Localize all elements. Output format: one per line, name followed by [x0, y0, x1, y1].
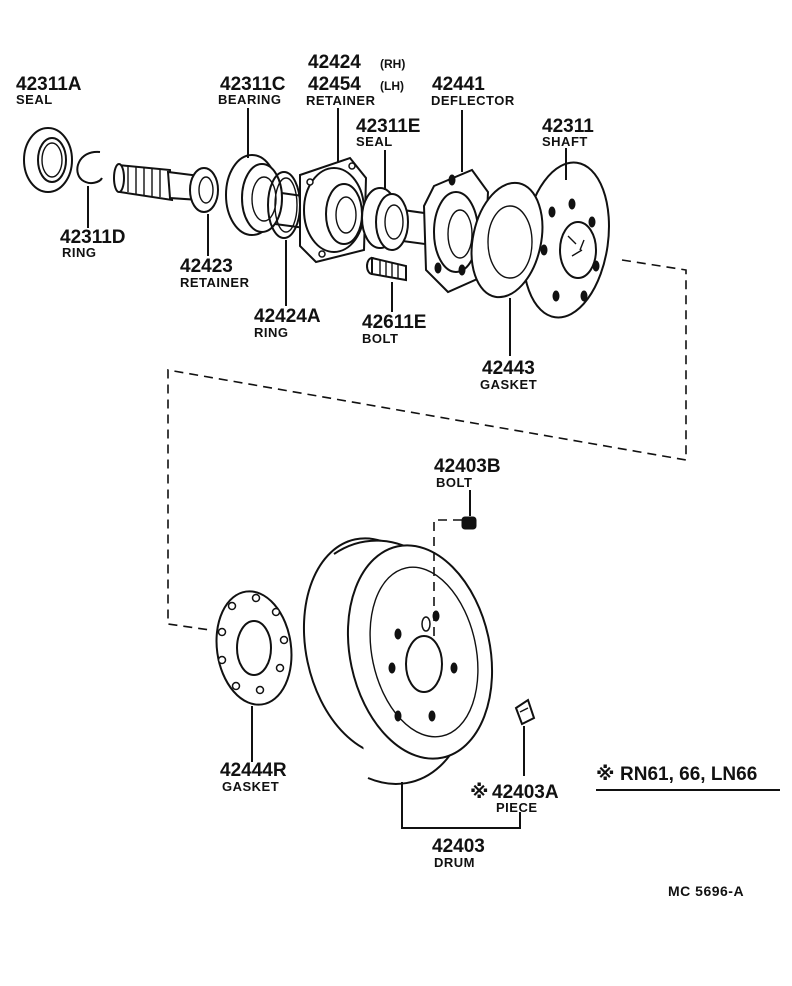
part-name-ring-d: RING: [62, 245, 97, 260]
part-number-42403: 42403: [432, 836, 485, 857]
side-lh: (LH): [380, 79, 404, 93]
install-line-shaft-to-drum: [167, 259, 687, 631]
part-name-bolt-e: BOLT: [362, 331, 398, 346]
part-name-gasket-42443: GASKET: [480, 377, 537, 392]
part-name-bolt-b: BOLT: [436, 475, 472, 490]
part-number-42443: 42443: [482, 358, 535, 379]
part-name-ring-a: RING: [254, 325, 289, 340]
part-number-42311d: 42311D: [60, 227, 126, 248]
part-number-42311a: 42311A: [16, 74, 82, 95]
part-number-42454: 42454: [308, 74, 361, 95]
part-name-bearing: BEARING: [218, 92, 281, 107]
part-name-seal-e: SEAL: [356, 134, 393, 149]
part-number-42611e: 42611E: [362, 312, 426, 333]
piece-42403a-drawing: [514, 698, 536, 726]
part-number-42403b: 42403B: [434, 456, 501, 477]
gasket-42443-drawing: [470, 181, 544, 299]
applicability-note-mark: ※: [596, 764, 614, 785]
bolt-42403b-drawing: [461, 516, 477, 530]
retainer-42423-drawing: [189, 167, 219, 213]
part-name-retainer-42423: RETAINER: [180, 275, 250, 290]
part-number-42311e: 42311E: [356, 116, 420, 137]
part-name-gasket-42444r: GASKET: [222, 779, 279, 794]
part-name-drum: DRUM: [434, 855, 475, 870]
retainer-42424-plate-drawing: [299, 156, 368, 264]
part-number-42444r: 42444R: [220, 760, 287, 781]
part-number-42403a: 42403A: [492, 782, 559, 803]
brake-drum-42403-drawing: [302, 537, 494, 785]
seal-42311a-drawing: [23, 127, 73, 193]
part-number-42424: 42424: [308, 52, 361, 73]
part-name-piece: PIECE: [496, 800, 538, 815]
gasket-42444r-drawing: [215, 590, 293, 706]
part-name-deflector: DEFLECTOR: [431, 93, 515, 108]
part-number-42424a: 42424A: [254, 306, 321, 327]
install-line-bolt-42403b: [433, 519, 462, 636]
leader-lines: [87, 108, 780, 829]
part-name-seal-a: SEAL: [16, 92, 53, 107]
seal-42311e-drawing: [361, 187, 409, 251]
bearing-42311c-drawing: [225, 154, 283, 236]
bolt-42611e-drawing: [366, 256, 407, 282]
part-number-42311: 42311: [542, 116, 594, 137]
part-number-42441: 42441: [432, 74, 485, 95]
diagram-code: MC 5696-A: [668, 883, 744, 899]
ring-42311d-drawing: [76, 150, 103, 185]
applicability-mark-42403a: ※: [470, 782, 488, 803]
part-number-42311c: 42311C: [220, 74, 286, 95]
side-rh: (RH): [380, 57, 405, 71]
part-number-42423: 42423: [180, 256, 233, 277]
part-name-retainer-42454: RETAINER: [306, 93, 376, 108]
applicability-note-text: RN61, 66, LN66: [620, 764, 757, 785]
part-name-shaft: SHAFT: [542, 134, 588, 149]
